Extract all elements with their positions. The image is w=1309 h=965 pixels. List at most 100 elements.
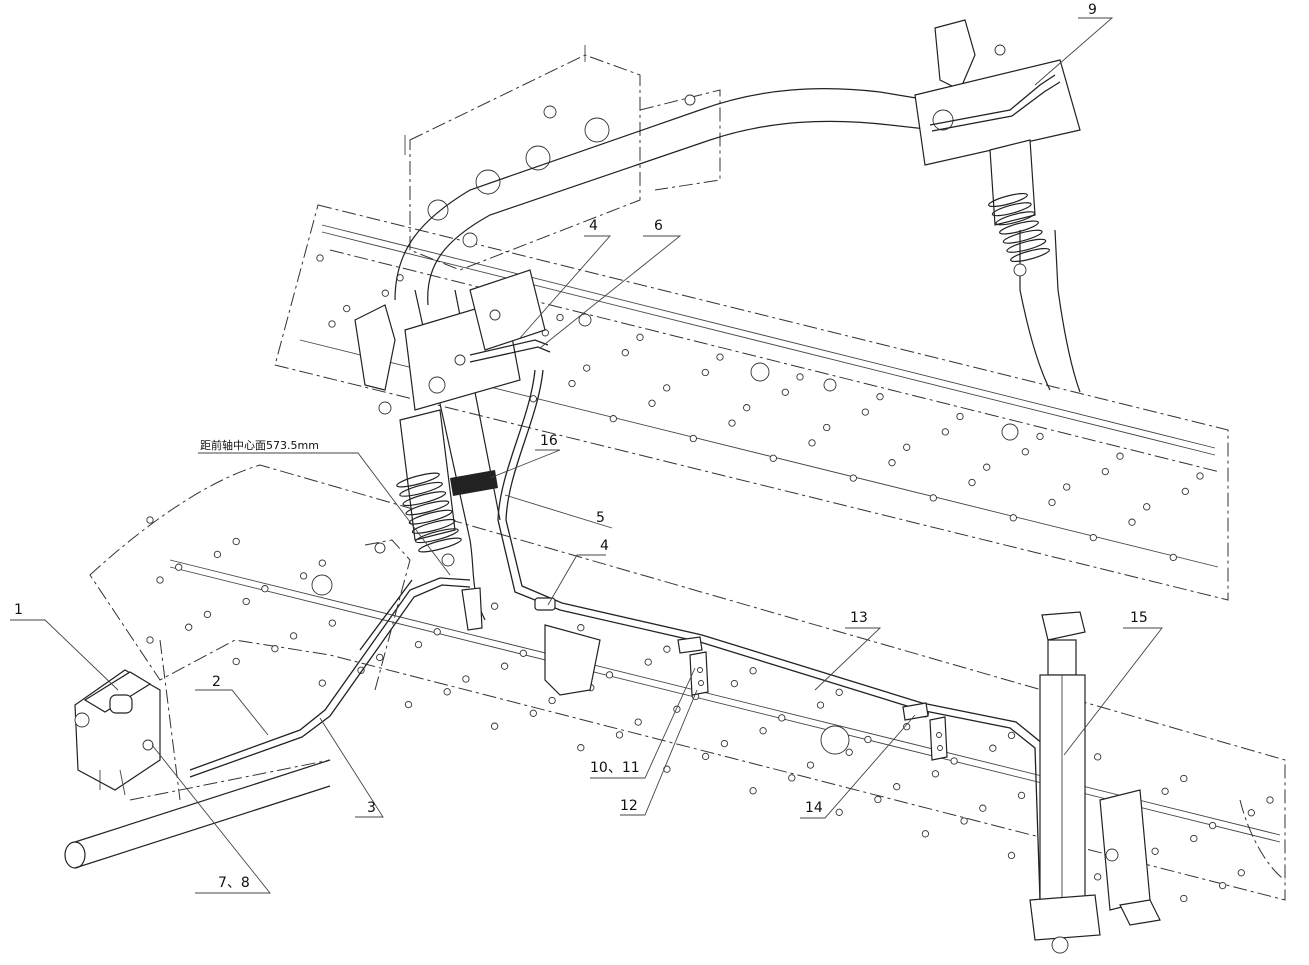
frame-hole bbox=[921, 830, 930, 838]
frame-hole bbox=[316, 254, 324, 262]
frame-hole bbox=[968, 478, 976, 487]
frame-hole bbox=[950, 757, 958, 765]
frame-hole bbox=[404, 700, 413, 709]
frame-hole bbox=[864, 735, 872, 744]
frame-hole bbox=[750, 362, 770, 382]
left-cab-mount bbox=[354, 269, 546, 567]
frame-hole bbox=[605, 671, 614, 679]
spring-coil bbox=[1006, 238, 1047, 253]
frame-hole bbox=[1151, 847, 1159, 855]
frame-hole bbox=[568, 379, 576, 388]
frame-hole bbox=[381, 289, 389, 297]
frame-hole bbox=[529, 709, 537, 717]
frame-hole bbox=[796, 373, 804, 381]
frame-hole bbox=[1169, 553, 1177, 562]
frame-hole bbox=[1021, 448, 1029, 456]
frame-hole bbox=[146, 516, 154, 524]
frame-hole bbox=[929, 494, 937, 502]
frame-hole bbox=[989, 744, 997, 752]
right-cab-mount bbox=[914, 19, 1081, 277]
spring-coil bbox=[991, 202, 1032, 217]
callout-13: 13 bbox=[850, 610, 868, 626]
spring-coil bbox=[408, 509, 453, 525]
frame-hole bbox=[1116, 452, 1124, 460]
frame-hole bbox=[185, 623, 193, 631]
frame-hole bbox=[1237, 869, 1245, 877]
frame-hole bbox=[636, 333, 644, 341]
callout-10-11: 10、11 bbox=[590, 760, 640, 776]
upper-cross-member-holes bbox=[316, 254, 1204, 562]
frame-hole bbox=[960, 817, 968, 825]
frame-hole bbox=[414, 640, 423, 649]
frame-hole bbox=[835, 688, 843, 696]
frame-hole bbox=[769, 454, 777, 462]
callout-1: 1 bbox=[14, 602, 23, 618]
leader-lines bbox=[10, 17, 1163, 894]
frame-hole bbox=[1208, 821, 1217, 830]
frame-hole bbox=[749, 667, 757, 675]
frame-hole bbox=[328, 320, 336, 328]
pipe-clamp-b bbox=[902, 702, 948, 761]
lower-frame-rail bbox=[89, 464, 1286, 901]
frame-hole bbox=[1036, 432, 1044, 441]
frame-hole bbox=[548, 696, 556, 705]
frame-hole bbox=[1266, 796, 1274, 804]
frame-hole bbox=[861, 408, 869, 416]
frame-hole bbox=[146, 636, 154, 644]
frame-hole bbox=[893, 783, 901, 791]
frame-hole bbox=[261, 585, 269, 593]
frame-hole bbox=[876, 393, 884, 401]
frame-hole bbox=[1218, 881, 1227, 890]
spring-coil bbox=[988, 192, 1028, 208]
frame-hole bbox=[781, 388, 789, 396]
frame-hole bbox=[1089, 533, 1097, 542]
front-axle-tube bbox=[64, 639, 331, 869]
spring-coil bbox=[995, 211, 1036, 226]
frame-hole bbox=[1094, 873, 1102, 881]
frame-hole bbox=[577, 624, 585, 632]
frame-hole bbox=[1009, 514, 1017, 522]
spring-coil bbox=[1010, 247, 1050, 263]
frame-hole bbox=[203, 610, 212, 619]
frame-hole bbox=[716, 353, 724, 361]
frame-hole bbox=[1094, 753, 1102, 761]
callout-3: 3 bbox=[367, 800, 376, 816]
right-lower-bracket bbox=[311, 574, 1286, 881]
frame-hole bbox=[271, 645, 279, 653]
frame-hole bbox=[701, 752, 710, 761]
callout-4-upper: 4 bbox=[589, 218, 598, 234]
frame-hole bbox=[1128, 518, 1136, 526]
frame-hole bbox=[232, 537, 240, 546]
frame-hole bbox=[376, 653, 384, 662]
frame-hole bbox=[728, 419, 736, 427]
frame-hole bbox=[648, 399, 656, 407]
clamp-band bbox=[450, 470, 498, 496]
frame-hole bbox=[232, 657, 240, 666]
frame-hole bbox=[823, 378, 837, 392]
callout-labels: 1 2 3 4 4 5 6 7、8 9 10、11 12 13 14 15 16… bbox=[14, 2, 1148, 891]
frame-hole bbox=[609, 415, 617, 423]
frame-hole bbox=[242, 597, 250, 606]
frame-hole bbox=[1101, 467, 1109, 476]
frame-hole bbox=[816, 701, 825, 709]
frame-hole bbox=[443, 688, 451, 696]
frame-hole bbox=[788, 774, 796, 782]
frame-hole bbox=[634, 718, 642, 726]
callout-15: 15 bbox=[1130, 610, 1148, 626]
frame-hole bbox=[519, 649, 527, 657]
frame-hole bbox=[759, 727, 767, 735]
frame-hole bbox=[156, 576, 164, 584]
frame-hole bbox=[578, 313, 592, 327]
frame-hole bbox=[577, 744, 585, 752]
frame-hole bbox=[806, 761, 815, 769]
frame-hole bbox=[1247, 809, 1255, 817]
frame-hole bbox=[529, 395, 537, 403]
frame-hole bbox=[778, 714, 786, 722]
spring-coil bbox=[396, 472, 440, 488]
callout-16: 16 bbox=[540, 433, 558, 449]
tilt-cylinder bbox=[1029, 611, 1161, 954]
frame-hole bbox=[835, 808, 843, 816]
frame-hole bbox=[556, 313, 564, 322]
frame-hole bbox=[1017, 791, 1026, 800]
frame-hole bbox=[433, 628, 441, 636]
